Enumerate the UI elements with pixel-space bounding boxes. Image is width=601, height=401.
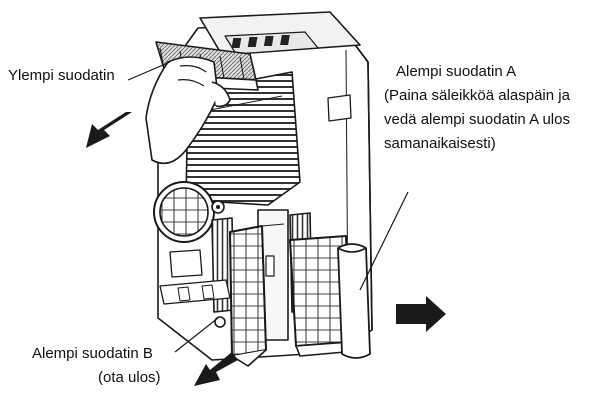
label-lower-filter-b-note: (ota ulos) bbox=[98, 369, 161, 386]
lower-left-body bbox=[159, 249, 231, 328]
arrow-right-icon bbox=[396, 296, 446, 332]
leader-line-upper-filter bbox=[127, 61, 171, 81]
label-lower-filter-a-line1: (Paina säleikköä alaspäin ja bbox=[384, 87, 570, 104]
leader-line-lower-filter-b bbox=[174, 317, 219, 353]
side-handle bbox=[337, 243, 371, 359]
label-lower-filter-a-title: Alempi suodatin A bbox=[396, 63, 517, 80]
label-upper-filter: Ylempi suodatin bbox=[8, 67, 115, 84]
lower-filter-a bbox=[289, 235, 351, 357]
label-lower-filter-a-line3: samanaikaisesti) bbox=[384, 135, 496, 152]
exhaust-vent bbox=[153, 181, 215, 243]
lower-filter-b bbox=[229, 225, 267, 367]
label-lower-filter-a-line2: vedä alempi suodatin A ulos bbox=[384, 111, 570, 128]
leader-line-lower-filter-a bbox=[359, 191, 409, 291]
label-lower-filter-b-title: Alempi suodatin B bbox=[32, 345, 153, 362]
leader-lines bbox=[127, 61, 409, 353]
control-panel bbox=[224, 31, 319, 55]
hand-icon bbox=[145, 56, 231, 165]
arrow-up-left-icon bbox=[86, 112, 132, 148]
arrow-down-left-icon bbox=[194, 352, 238, 386]
